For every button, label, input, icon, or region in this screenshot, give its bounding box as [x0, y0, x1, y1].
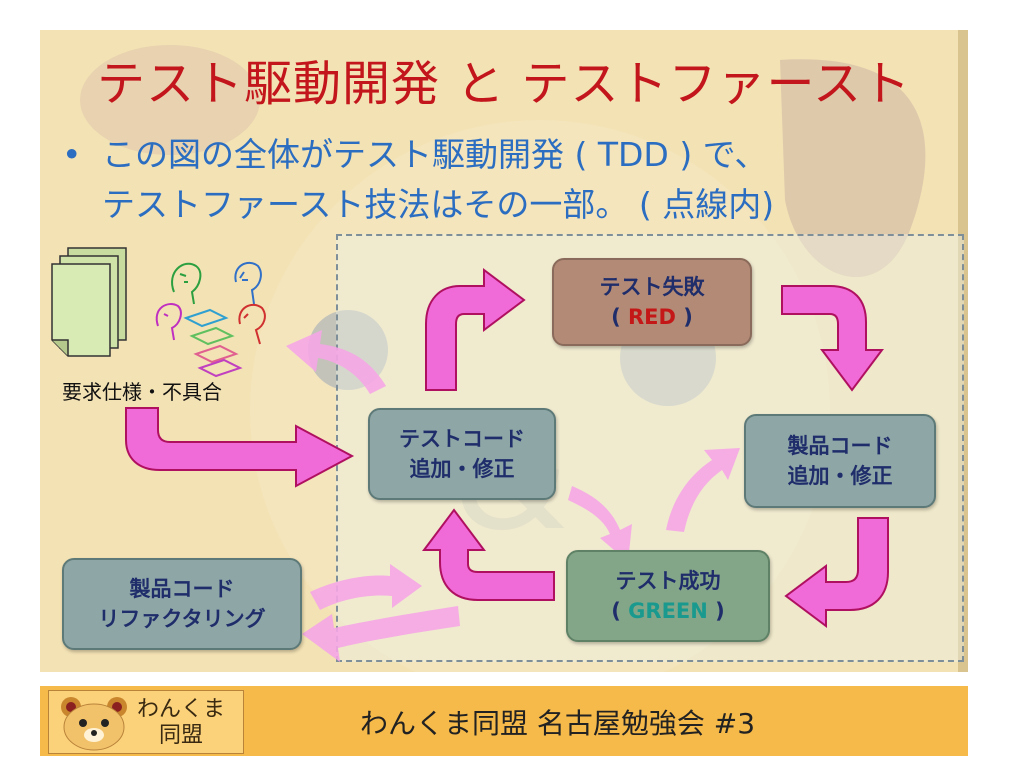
red-keyword: RED: [628, 305, 676, 329]
footer-logo-line1: わんくま: [137, 697, 226, 722]
cycle-arrows: [125, 268, 889, 662]
document-stack-icon: [51, 247, 127, 357]
bullet-line-1: この図の全体がテスト駆動開発 ( TDD ) で、: [102, 135, 768, 174]
test-success-title: テスト成功: [615, 569, 721, 593]
refactoring-line1: 製品コード: [129, 577, 235, 601]
footer-logo: わんくま 同盟: [48, 690, 244, 754]
slide: & テスト駆動開発 と テストファースト • この図の全体がテスト駆動開発 ( …: [40, 30, 968, 672]
test-fail-box: テスト失敗 ( RED ): [552, 258, 752, 346]
test-fail-title: テスト失敗: [599, 275, 705, 299]
refactoring-line2: リファクタリング: [98, 607, 266, 631]
footer-logo-line2: 同盟: [159, 723, 204, 748]
test-fail-subtitle: ( RED ): [611, 302, 693, 332]
bullet-line-2: テストファースト技法はその一部。 ( 点線内): [102, 185, 775, 224]
test-fail-close-paren: ): [675, 305, 693, 329]
green-keyword: GREEN: [628, 599, 708, 623]
test-fail-open-paren: (: [611, 305, 629, 329]
people-discussion-icon: [155, 261, 266, 378]
bear-face-icon: [61, 697, 127, 751]
test-success-open-paren: (: [611, 599, 629, 623]
requirements-label: 要求仕様・不具合: [62, 380, 222, 404]
product-code-line2: 追加・修正: [787, 464, 893, 488]
footer-text: わんくま同盟 名古屋勉強会 #3: [360, 707, 756, 740]
refactoring-box: 製品コード リファクタリング: [62, 558, 302, 650]
test-code-line2: 追加・修正: [409, 457, 515, 481]
test-code-line1: テストコード: [399, 427, 525, 451]
slide-title: テスト駆動開発 と テストファースト: [96, 56, 912, 112]
footer-bar: わんくま 同盟 わんくま同盟 名古屋勉強会 #3: [40, 686, 968, 756]
footer-logo-text: わんくま 同盟: [137, 697, 225, 749]
test-code-box: テストコード 追加・修正: [368, 408, 556, 500]
bullet-point: • この図の全体がテスト駆動開発 ( TDD ) で、 テストファースト技法はそ…: [62, 130, 774, 230]
product-code-line1: 製品コード: [787, 434, 893, 458]
test-success-close-paren: ): [707, 599, 725, 623]
test-success-subtitle: ( GREEN ): [611, 596, 725, 626]
product-code-box: 製品コード 追加・修正: [744, 414, 936, 508]
test-success-box: テスト成功 ( GREEN ): [566, 550, 770, 642]
bullet-dot-icon: •: [62, 135, 82, 174]
